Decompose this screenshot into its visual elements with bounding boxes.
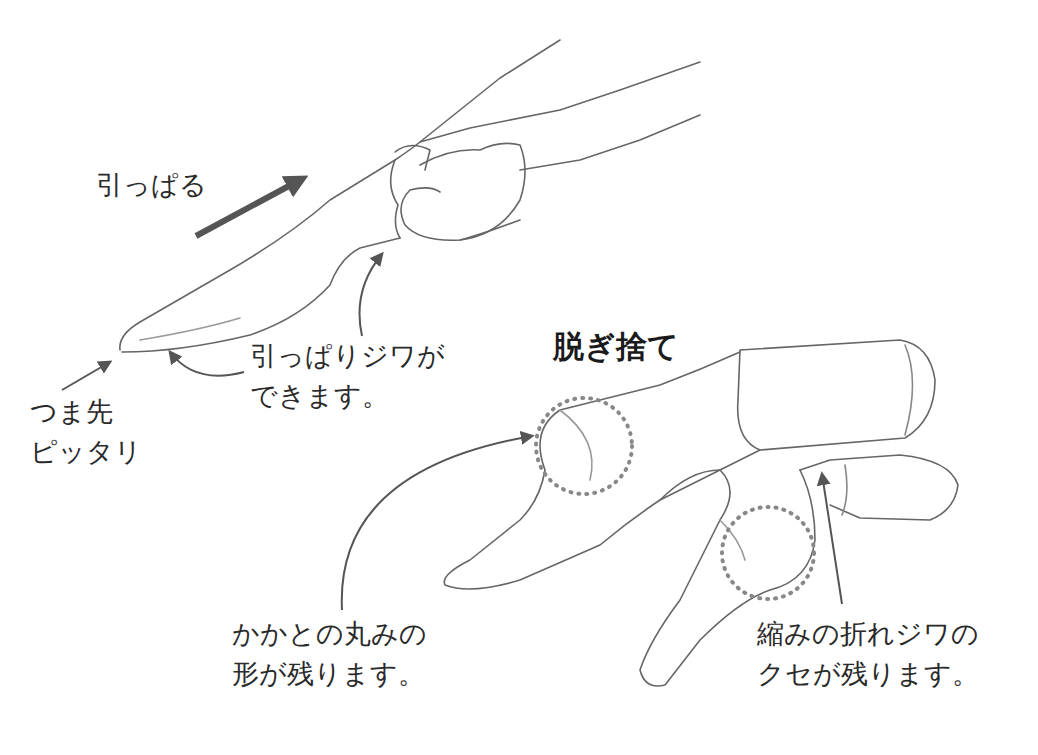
note-label: つま先 ピッタリ <box>30 392 142 472</box>
leader-lines <box>62 180 842 610</box>
action-label: 引っぱる <box>96 165 207 205</box>
dotted-circles <box>536 398 814 599</box>
heading-label: 脱ぎ捨て <box>553 326 679 366</box>
note-label: 縮みの折れジワの クセが残ります。 <box>757 614 979 694</box>
note-label: 引っぱりジワが できます。 <box>250 336 445 416</box>
note-label: かかとの丸みの 形が残ります。 <box>232 614 427 694</box>
